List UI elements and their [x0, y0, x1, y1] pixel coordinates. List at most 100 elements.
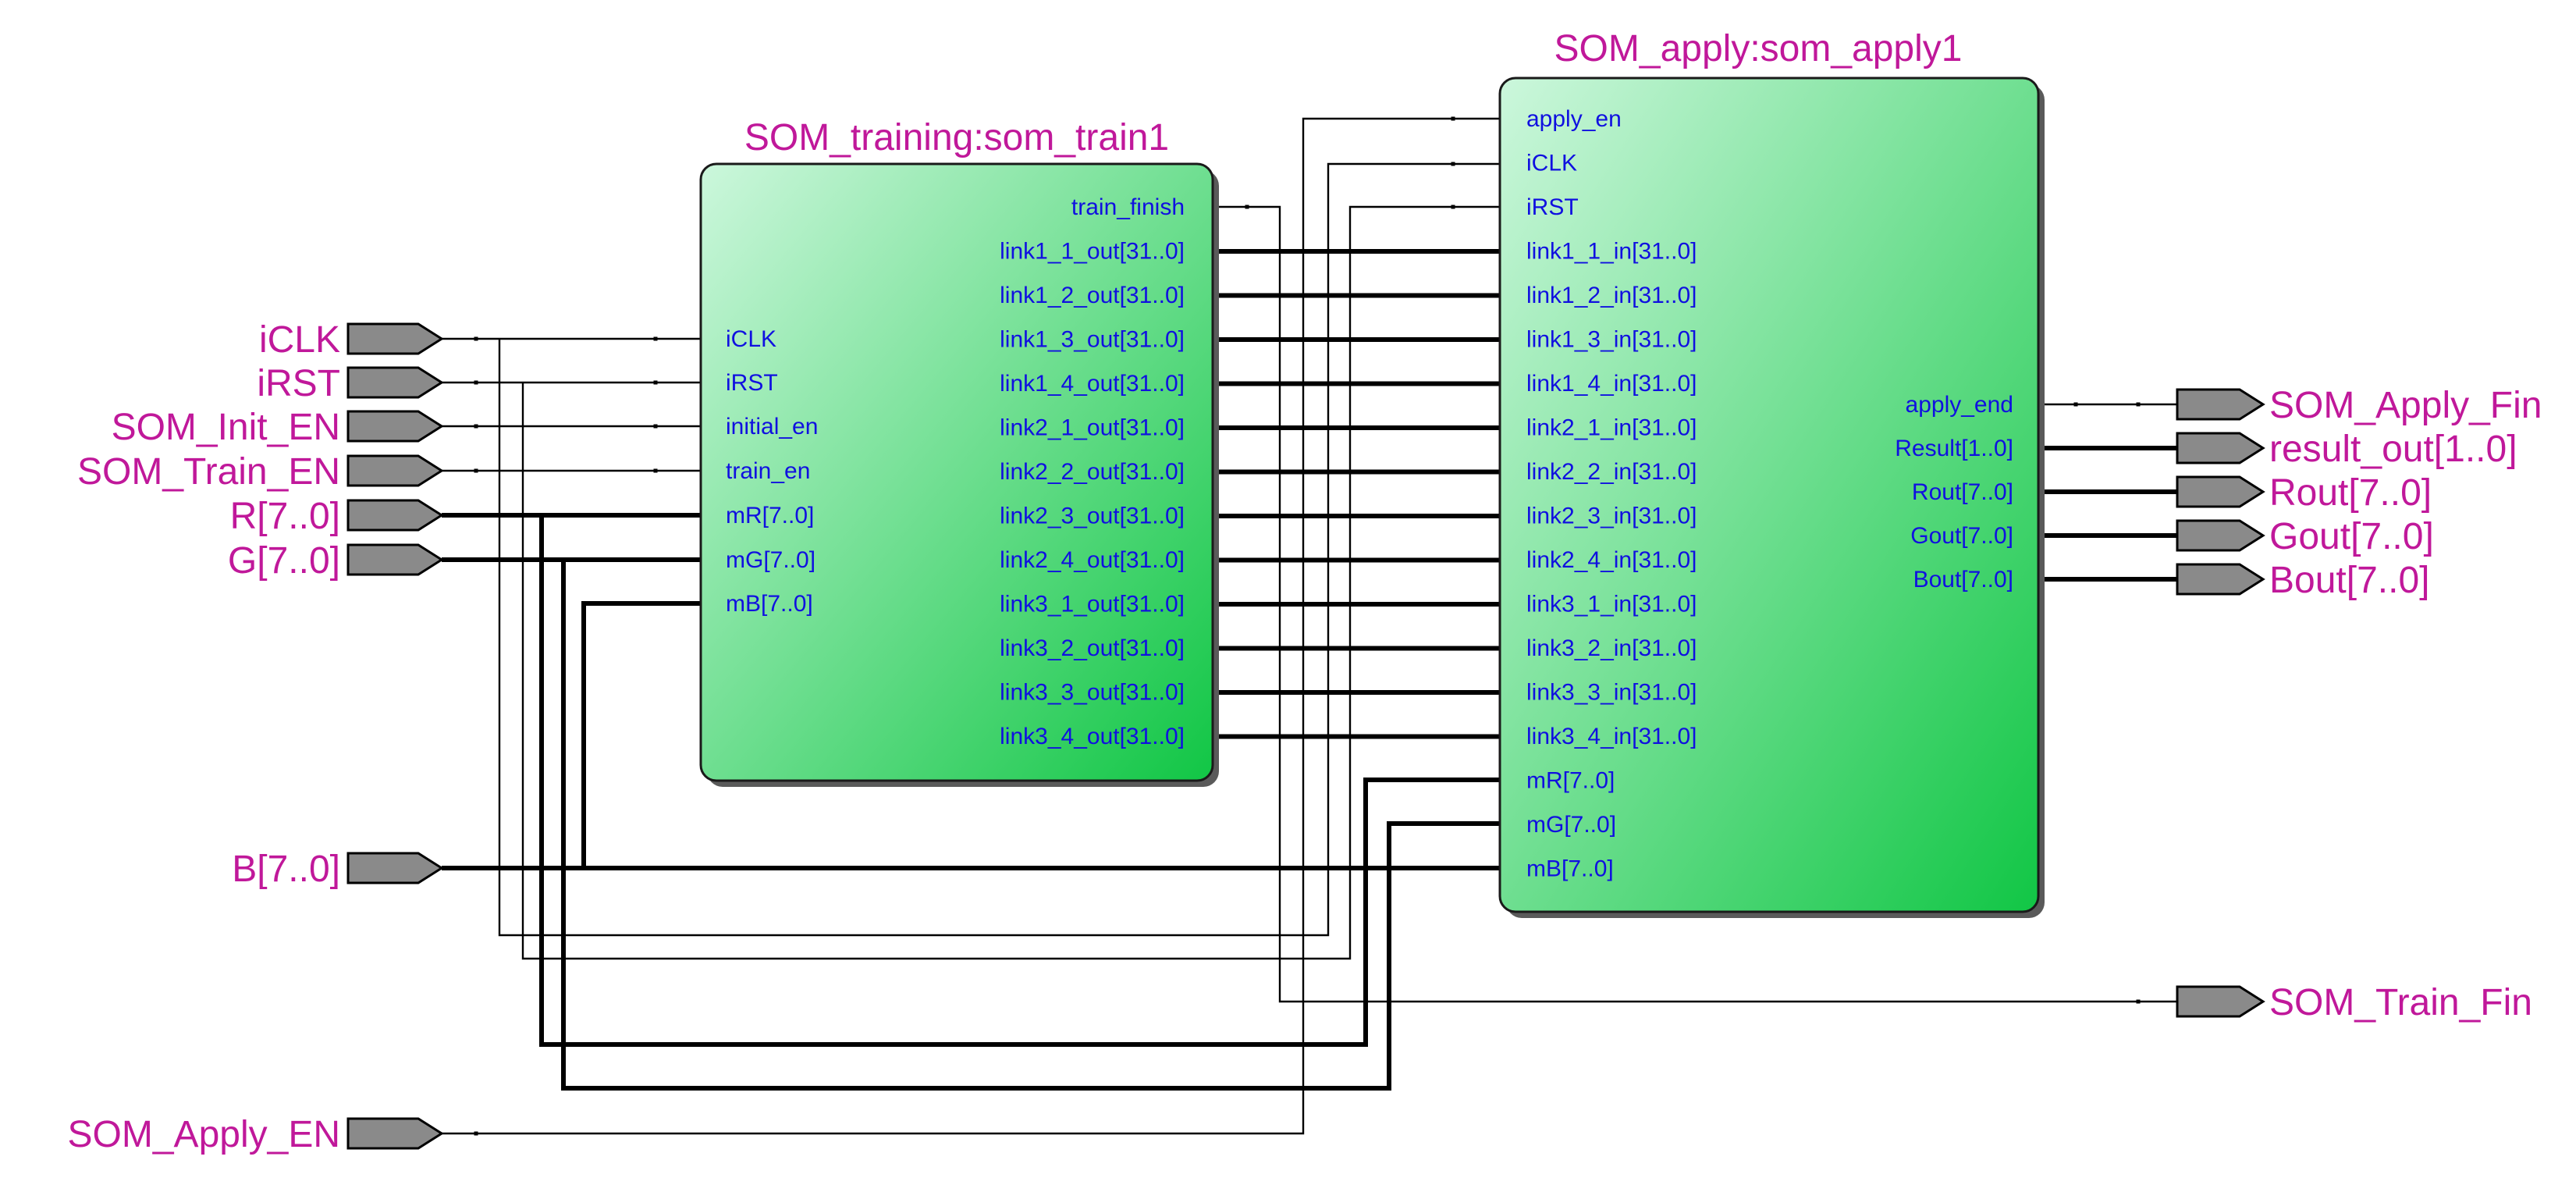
wire-junction [1451, 162, 1455, 166]
pin-apply-in-link2-3-in-31-0: link2_3_in[31..0] [1526, 504, 1697, 529]
pin-apply-out-rout-7-0: Rout[7..0] [1912, 479, 2013, 505]
block-som-training: SOM_training:som_train1 iCLK iRST initial_… [699, 117, 1219, 787]
pin-apply-out-bout-7-0: Bout[7..0] [1913, 567, 2013, 592]
wires [442, 116, 2177, 1136]
pin-training-out-link3-3-out-31-0: link3_3_out[31..0] [1000, 680, 1185, 706]
wire-junction [1451, 778, 1455, 782]
pin-apply-out-apply-end: apply_end [1906, 392, 2013, 418]
pin-training-out-link2-2-out-31-0: link2_2_out[31..0] [1000, 459, 1185, 485]
apply-pins: apply_en iCLK iRST link1_1_in[31..0] link1_2… [1526, 106, 2013, 882]
input-port-r-7-0: R[7..0] [230, 496, 444, 537]
pin-apply-in-link2-1-in-31-0: link2_1_in[31..0] [1526, 415, 1697, 441]
svg-text:SOM_Train_Fin: SOM_Train_Fin [2269, 982, 2532, 1023]
wire-junction [2136, 533, 2141, 538]
wire-junction [1451, 294, 1455, 297]
wire-junction [1451, 690, 1455, 695]
pin-training-out-link1-3-out-31-0: link1_3_out[31..0] [1000, 327, 1185, 353]
wire-junction [1451, 470, 1455, 474]
wire-junction [474, 1131, 478, 1136]
wire-junction [2073, 489, 2078, 494]
wire-junction [2136, 402, 2141, 407]
pin-training-out-link3-4-out-31-0: link3_4_out[31..0] [1000, 724, 1185, 749]
pin-apply-in-apply-en: apply_en [1526, 106, 1622, 132]
pin-training-out-link3-1-out-31-0: link3_1_out[31..0] [1000, 592, 1185, 617]
svg-text:SOM_Train_EN: SOM_Train_EN [77, 451, 340, 493]
pin-apply-in-link1-2-in-31-0: link1_2_in[31..0] [1526, 283, 1697, 308]
pin-training-in-irst: iRST [726, 370, 778, 396]
pin-apply-in-mg-7-0: mG[7..0] [1526, 812, 1616, 838]
wire-junction [2136, 999, 2141, 1004]
pin-training-in-iclk: iCLK [726, 326, 776, 352]
svg-text:result_out[1..0]: result_out[1..0] [2269, 429, 2517, 470]
wire-junction [1245, 249, 1249, 254]
wire-junction [1245, 514, 1249, 518]
pin-training-in-mb-7-0: mB[7..0] [726, 591, 813, 617]
wire-junction [1245, 294, 1249, 297]
input-port-g-7-0: G[7..0] [228, 540, 444, 582]
input-port-som-init-en: SOM_Init_EN [112, 407, 444, 448]
output-port-bout-7-0: Bout[7..0] [2176, 560, 2429, 601]
wire-junction [1245, 470, 1249, 474]
wire-junction [474, 557, 478, 562]
svg-text:SOM_Apply_EN: SOM_Apply_EN [68, 1114, 340, 1155]
wire-junction [653, 424, 658, 429]
block-title-training: SOM_training:som_train1 [744, 117, 1169, 158]
input-port-som-train-en: SOM_Train_EN [77, 451, 444, 493]
wire-junction [653, 557, 658, 562]
pin-apply-in-link3-1-in-31-0: link3_1_in[31..0] [1526, 592, 1697, 617]
pin-apply-in-link3-2-in-31-0: link3_2_in[31..0] [1526, 635, 1697, 661]
wire-junction [2136, 489, 2141, 494]
pin-apply-in-link2-2-in-31-0: link2_2_in[31..0] [1526, 459, 1697, 485]
wire-junction [2073, 577, 2078, 582]
wire-junction [1451, 337, 1455, 342]
wire-junction [1451, 514, 1455, 518]
svg-text:iRST: iRST [257, 363, 340, 404]
wire-junction [1451, 821, 1455, 826]
wire-junction [474, 513, 478, 518]
wire-irst-apply [521, 205, 1500, 960]
wire-junction [1245, 337, 1249, 342]
output-port-result-out-1-0: result_out[1..0] [2176, 429, 2517, 470]
wire-junction [1451, 602, 1455, 607]
pin-training-out-link1-1-out-31-0: link1_1_out[31..0] [1000, 239, 1185, 265]
pin-apply-in-iclk: iCLK [1526, 151, 1577, 176]
pin-apply-in-link1-4-in-31-0: link1_4_in[31..0] [1526, 371, 1697, 397]
pin-training-out-train-finish: train_finish [1071, 194, 1185, 220]
input-port-som-apply-en: SOM_Apply_EN [68, 1114, 444, 1155]
pin-apply-out-gout-7-0: Gout[7..0] [1910, 523, 2013, 549]
wire-junction [2136, 446, 2141, 450]
wire-junction [1451, 425, 1455, 430]
pin-training-out-link2-3-out-31-0: link2_3_out[31..0] [1000, 504, 1185, 529]
pin-apply-in-irst: iRST [1526, 194, 1579, 220]
pin-training-in-train-en: train_en [726, 458, 810, 484]
svg-text:R[7..0]: R[7..0] [230, 496, 340, 537]
svg-text:G[7..0]: G[7..0] [228, 540, 340, 582]
pin-training-in-initial-en: initial_en [726, 414, 818, 439]
pin-apply-in-mb-7-0: mB[7..0] [1526, 856, 1614, 882]
wire-junction [1451, 116, 1455, 121]
input-port-irst: iRST [257, 363, 444, 404]
pin-apply-in-mr-7-0: mR[7..0] [1526, 768, 1615, 794]
input-port-iclk: iCLK [259, 319, 444, 361]
wire-junction [1245, 205, 1249, 209]
svg-text:iCLK: iCLK [259, 319, 340, 361]
output-port-gout-7-0: Gout[7..0] [2176, 516, 2434, 557]
pin-training-out-link2-1-out-31-0: link2_1_out[31..0] [1000, 415, 1185, 441]
wire-junction [1451, 558, 1455, 562]
wire-junction [653, 468, 658, 473]
wire-junction [1451, 382, 1455, 386]
wire-junction [653, 380, 658, 385]
wire-junction [1245, 425, 1249, 430]
input-port-b-7-0: B[7..0] [232, 849, 444, 890]
output-port-som-train-fin: SOM_Train_Fin [2176, 982, 2532, 1023]
wire-junction [1451, 646, 1455, 650]
wire-apply-en [442, 117, 1500, 1135]
pin-training-out-link3-2-out-31-0: link3_2_out[31..0] [1000, 635, 1185, 661]
wire-junction [2136, 577, 2141, 582]
pin-apply-in-link1-1-in-31-0: link1_1_in[31..0] [1526, 239, 1697, 265]
wire-junction [1451, 735, 1455, 738]
wire-junction [2073, 533, 2078, 538]
svg-text:Bout[7..0]: Bout[7..0] [2269, 560, 2429, 601]
pin-training-in-mg-7-0: mG[7..0] [726, 547, 815, 573]
pin-apply-in-link1-3-in-31-0: link1_3_in[31..0] [1526, 327, 1697, 353]
